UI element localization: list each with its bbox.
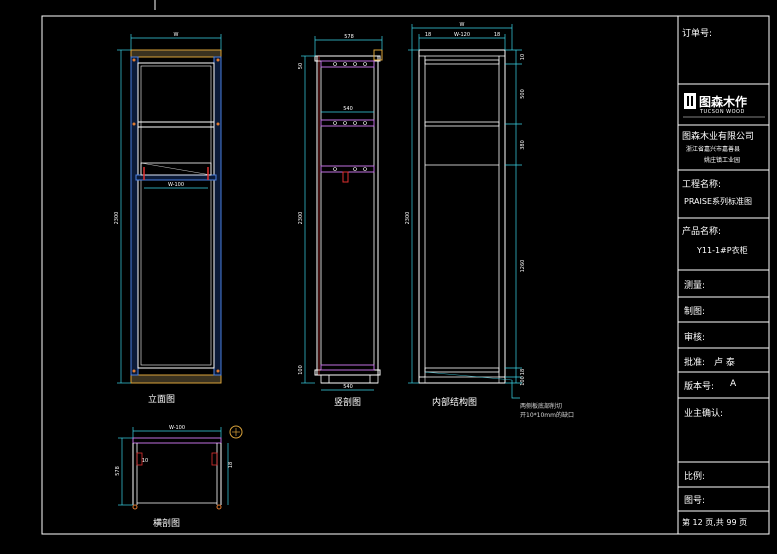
scale-label: 比例: (684, 472, 706, 482)
note-text: 两侧板底部削切 开10*10mm的缺口 (520, 402, 574, 420)
front-view-label: 立面图 (148, 395, 176, 405)
project-value: PRAISE系列标准图 (684, 197, 753, 206)
approve-label: 批准: (684, 358, 706, 368)
review-label: 审核: (684, 333, 706, 343)
cross-view (118, 425, 243, 510)
note-line-2: 开10*10mm的缺口 (520, 412, 574, 419)
dim-int-width: W (460, 22, 465, 28)
dim-sec-height: 2300 (298, 212, 304, 225)
drawing-label: 制图: (684, 307, 706, 317)
front-view (117, 34, 222, 384)
logo-icon (683, 93, 765, 118)
drawing-frame (41, 15, 770, 535)
cross-view-label: 横剖图 (153, 519, 181, 529)
dim-front-rail: W-100 (168, 182, 184, 188)
dim-sec-bot-depth: 540 (343, 384, 353, 390)
survey-label: 测量: (684, 281, 706, 291)
dim-sec-shelf: 540 (343, 106, 353, 112)
dim-int-seg3: 1260 (520, 260, 526, 273)
order-no-label: 订单号: (682, 29, 713, 39)
dim-int-seg1: 10 (520, 54, 526, 60)
dim-front-width: W (174, 32, 179, 38)
detail-callout-icon (229, 425, 243, 439)
dim-int-seg4: 18 (520, 369, 526, 375)
version-value: A (730, 379, 737, 389)
dim-sec-depth: 578 (344, 34, 354, 40)
dim-cross-width: W-100 (169, 425, 185, 431)
project-label: 工程名称: (682, 180, 722, 190)
product-label: 产品名称: (682, 227, 722, 237)
product-value: Y11-1#P衣柜 (697, 246, 748, 255)
dim-int-left: 18 (425, 32, 431, 38)
section-view (301, 36, 383, 391)
note-line-1: 两侧板底部削切 (520, 403, 563, 410)
dim-cross-inner: 10 (142, 458, 148, 464)
dim-int-seg5: 100 (520, 376, 526, 386)
dim-int-inner: W-120 (454, 32, 470, 38)
dim-front-height: 2300 (114, 212, 120, 225)
logo-en: TUCSON WOOD (700, 109, 745, 115)
internal-view (408, 24, 522, 399)
company-name: 图森木业有限公司 (682, 132, 755, 142)
dim-int-seg2: 500 (520, 89, 526, 99)
dim-sec-bottom: 100 (298, 365, 304, 375)
logo-cn: 图森木作 (699, 95, 748, 109)
dim-cross-side: 18 (228, 462, 234, 468)
dim-int-seg6: 380 (520, 140, 526, 150)
dim-int-height: 2300 (405, 212, 411, 225)
dim-int-right: 18 (494, 32, 500, 38)
approve-value: 卢 泰 (714, 358, 735, 368)
dim-sec-top: 50 (298, 63, 304, 69)
section-view-label: 竖剖图 (334, 398, 362, 408)
dim-cross-depth: 578 (115, 466, 121, 476)
company-addr-2: 姚庄镇工业园 (704, 157, 741, 164)
version-label: 版本号: (684, 382, 715, 392)
drawing-no-label: 图号: (684, 496, 706, 506)
internal-view-label: 内部结构图 (432, 398, 478, 408)
title-block-grid (678, 83, 769, 512)
page-info: 第 12 页,共 99 页 (682, 518, 748, 527)
owner-label: 业主确认: (684, 409, 724, 419)
company-addr-1: 浙江省嘉兴市嘉善县 (686, 146, 741, 153)
